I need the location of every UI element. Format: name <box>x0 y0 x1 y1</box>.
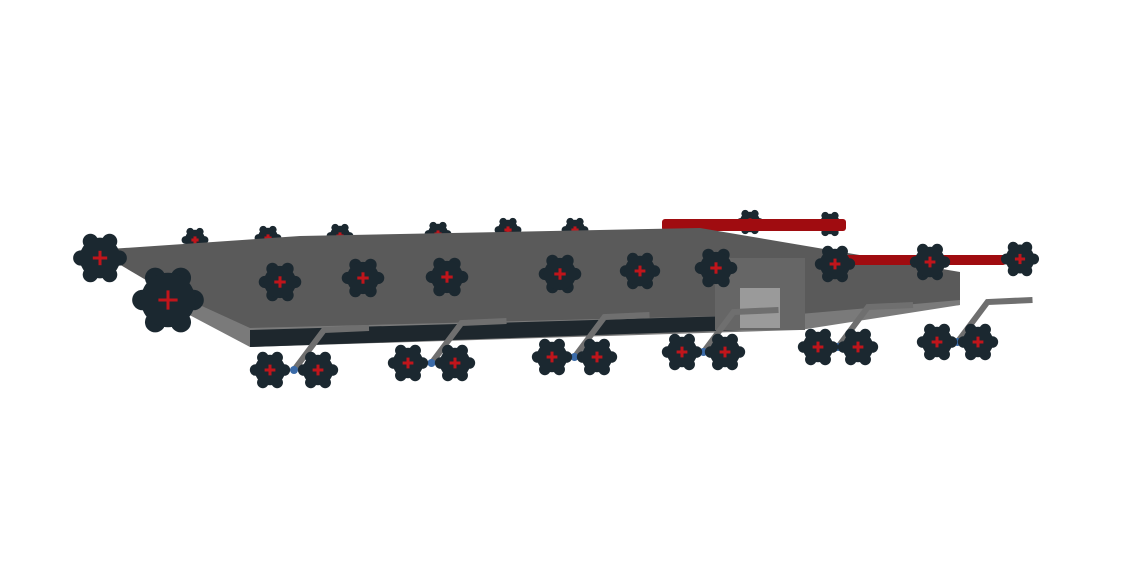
red-arm-upper <box>662 219 846 231</box>
wheel-icon <box>916 323 958 361</box>
axle-cross-icon <box>406 357 410 369</box>
wheel-icon <box>538 254 582 294</box>
axle-cross-icon <box>166 290 170 310</box>
axle-cross-icon <box>1018 253 1022 265</box>
wheel-icon <box>132 267 204 333</box>
joint-pin <box>290 366 298 374</box>
axle-cross-icon <box>856 341 860 353</box>
joint-pin <box>570 353 579 361</box>
wheel-icon <box>249 351 291 389</box>
axle-cross-icon <box>506 226 510 234</box>
axle-cross-icon <box>573 226 577 234</box>
wheel-icon <box>297 351 339 389</box>
wheel-icon <box>576 338 618 376</box>
wheel-icon <box>73 233 127 283</box>
axle-cross-icon <box>935 336 939 348</box>
axle-cross-icon <box>266 234 270 242</box>
axle-cross-icon <box>714 262 718 274</box>
suspension-arm <box>291 325 370 372</box>
axle-cross-icon <box>453 357 457 369</box>
wheel-icon <box>661 333 703 371</box>
axle-cross-icon <box>638 265 642 277</box>
axle-cross-icon <box>680 346 684 358</box>
wheel-icon <box>797 328 839 366</box>
wheel-icon <box>837 328 879 366</box>
axle-cross-icon <box>976 336 980 348</box>
axle-cross-icon <box>278 276 282 288</box>
wheel-icon <box>957 323 999 361</box>
wheel-icon <box>909 243 951 281</box>
wheel-icon <box>341 258 385 298</box>
axle-cross-icon <box>928 256 932 268</box>
wheel-icon <box>694 248 738 288</box>
wheel-icon <box>434 344 476 382</box>
joint-pin <box>427 359 436 367</box>
wheel-icon <box>1000 241 1040 277</box>
red-arm-upper-beam <box>662 219 846 231</box>
axle-cross-icon <box>595 351 599 363</box>
axle-cross-icon <box>550 351 554 363</box>
wheel-icon <box>531 338 573 376</box>
axle-cross-icon <box>98 250 102 266</box>
suspension-arm <box>429 318 507 365</box>
wheel-icon <box>619 252 661 290</box>
wheel-icon <box>387 344 429 382</box>
axle-cross-icon <box>833 258 837 270</box>
chassis-front-strip <box>250 314 800 347</box>
axle-cross-icon <box>361 272 365 284</box>
axle-cross-icon <box>816 341 820 353</box>
axle-cross-icon <box>445 271 449 283</box>
wheel-icon <box>425 257 469 297</box>
wheel-icon <box>814 245 856 283</box>
axle-cross-icon <box>316 364 320 376</box>
wheel-icon <box>258 262 302 302</box>
axle-cross-icon <box>558 268 562 280</box>
axle-cross-icon <box>193 236 197 244</box>
axle-cross-icon <box>268 364 272 376</box>
wheel-set <box>73 233 1040 389</box>
axle-cross-icon <box>723 346 727 358</box>
wheel-icon <box>704 333 746 371</box>
